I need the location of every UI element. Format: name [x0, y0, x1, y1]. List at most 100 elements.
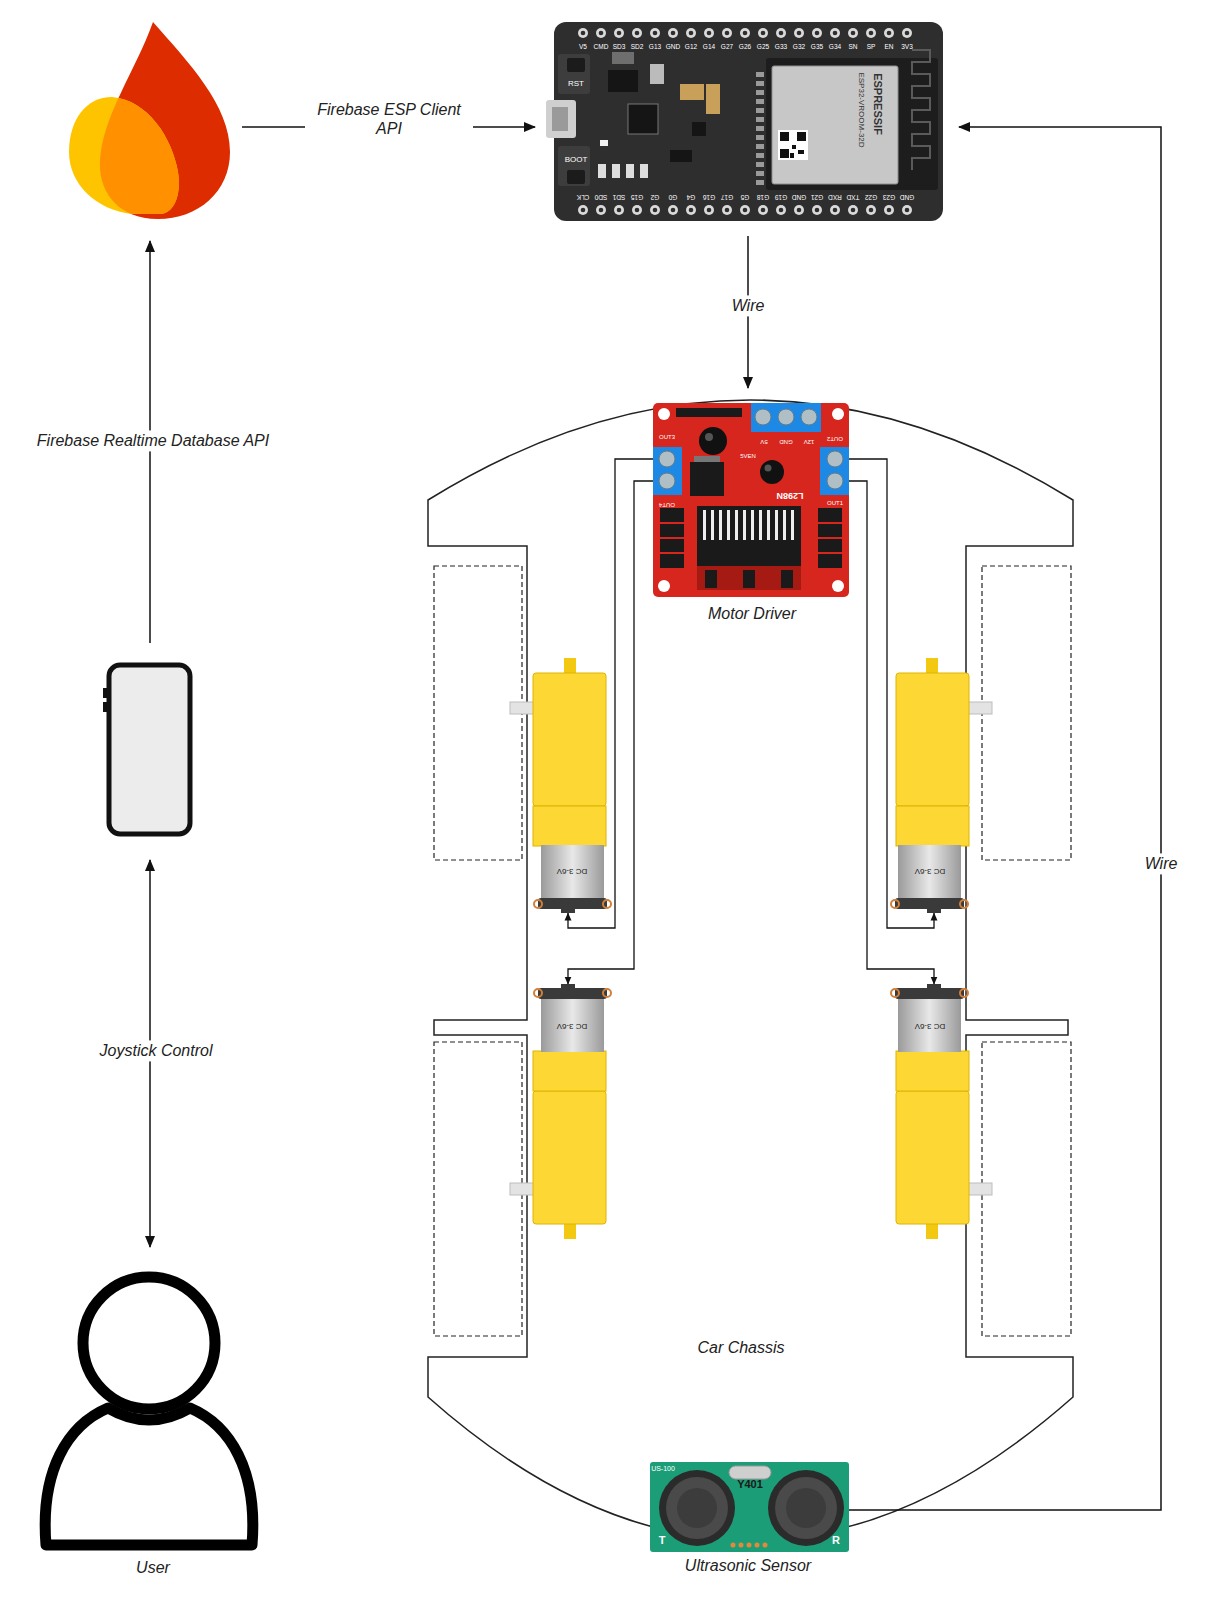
pin-label: GND — [900, 193, 914, 201]
smartphone-drawing — [103, 702, 107, 712]
esp32-board — [670, 150, 692, 162]
motor-driver: Motor Driver — [653, 403, 849, 626]
connector-arrow — [242, 126, 535, 128]
part-label: OUT2 — [827, 434, 843, 441]
part-label: L298N — [776, 491, 803, 502]
node-text: User — [136, 1558, 170, 1577]
user-icon-drawing — [45, 1408, 253, 1545]
pin-label: G16 — [703, 193, 715, 201]
esp32-board — [546, 100, 576, 138]
pin-label: G32 — [793, 43, 805, 51]
part-label: OUT3 — [659, 434, 675, 441]
firebase-logo — [69, 97, 179, 214]
motor-driver-board — [705, 433, 713, 441]
ultrasonic-sensor-board — [666, 1477, 728, 1539]
ultrasonic-sensor-board — [747, 1543, 752, 1548]
esp32-board — [798, 150, 804, 154]
pin-label: G18 — [757, 193, 769, 201]
motor-driver-board — [699, 427, 727, 455]
node-text: Car Chassis — [697, 1338, 784, 1357]
esp32-board — [552, 107, 568, 131]
esp32-board — [755, 70, 765, 187]
motor-driver-board — [755, 409, 771, 425]
pin-label: SD3 — [613, 43, 626, 51]
pin-label: V5 — [579, 43, 587, 51]
node-text: DC 3-6V — [915, 1021, 946, 1031]
pin-label: G14 — [703, 43, 715, 51]
esp32-board — [626, 164, 634, 178]
esp32-board — [567, 58, 585, 72]
esp32-board — [772, 66, 898, 184]
motor-driver-board — [832, 580, 844, 592]
pin-label: SP — [867, 43, 876, 51]
motor-driver-board — [751, 403, 821, 432]
firebase-logo — [69, 22, 230, 219]
ultrasonic-sensor-board — [731, 1543, 736, 1548]
dc-motor: DC 3-6V — [890, 984, 992, 1239]
dc-motor-drawing — [891, 658, 992, 913]
motor-driver-board — [760, 460, 784, 484]
pin-label: G0 — [669, 193, 678, 201]
esp32-board — [546, 22, 943, 221]
wheel-outline — [434, 566, 522, 860]
motor-wire — [568, 459, 653, 928]
motor-driver-board — [827, 473, 843, 489]
esp32-board — [692, 122, 706, 136]
pin-label: G23 — [883, 193, 895, 201]
wheel-outline — [434, 1042, 522, 1336]
connector-arrow — [149, 860, 151, 1247]
motor-driver-board — [653, 447, 682, 495]
part-label: 12V — [804, 437, 815, 444]
node-text: Ultrasonic Sensor — [685, 1556, 811, 1575]
firebase-logo-node — [69, 22, 230, 220]
dc-motor: DC 3-6V — [890, 658, 992, 913]
wheel-outline — [982, 566, 1071, 860]
motor-driver-board — [832, 408, 844, 420]
pin-label: G35 — [811, 43, 823, 51]
esp32-board — [567, 170, 585, 184]
pin-label: G25 — [757, 43, 769, 51]
node-text: DC 3-6V — [557, 866, 588, 876]
dc-motor-drawing — [510, 658, 992, 1239]
esp32-board — [778, 130, 808, 160]
esp32-board — [650, 64, 664, 84]
part-label: RST — [568, 79, 584, 89]
part-label: US-100 — [651, 1465, 675, 1473]
motor-driver-board — [697, 506, 801, 566]
ultrasonic-sensor-board — [677, 1488, 717, 1528]
smartphone-drawing — [103, 688, 107, 698]
motor-driver-board — [653, 403, 849, 597]
edge-label: Joystick Control — [96, 1040, 217, 1061]
esp32-board — [558, 54, 590, 94]
ultrasonic-sensor-board — [650, 1462, 849, 1552]
motor-wire — [849, 459, 934, 928]
user-icon: User — [40, 1262, 260, 1582]
esp32-board — [574, 201, 916, 219]
connector-arrow — [849, 127, 1161, 1510]
esp32-board — [600, 140, 608, 146]
pin-label: G5 — [741, 193, 750, 201]
motor-driver-board — [658, 408, 670, 420]
motor-driver-board — [705, 570, 717, 588]
smartphone — [107, 663, 192, 836]
part-label: 5VEN — [740, 453, 756, 460]
motor-driver-board — [659, 473, 675, 489]
wheel-outline — [434, 566, 1071, 1336]
node-text: Motor Driver — [708, 604, 796, 623]
esp32-board — [780, 149, 789, 158]
smartphone-drawing — [109, 665, 190, 834]
node-text: ESP32-VROOM-32D — [856, 72, 866, 147]
node-text: ESPRESSIF — [870, 73, 883, 135]
motor-driver-board — [765, 465, 772, 472]
motor-driver-board — [781, 570, 793, 588]
node-text: DC 3-6V — [557, 1021, 588, 1031]
esp32-board — [790, 153, 794, 158]
motor-driver-board — [701, 510, 797, 540]
edge-label: Firebase ESP Client API — [305, 99, 473, 139]
esp32-board — [706, 84, 720, 114]
part-label: R — [832, 1534, 840, 1547]
